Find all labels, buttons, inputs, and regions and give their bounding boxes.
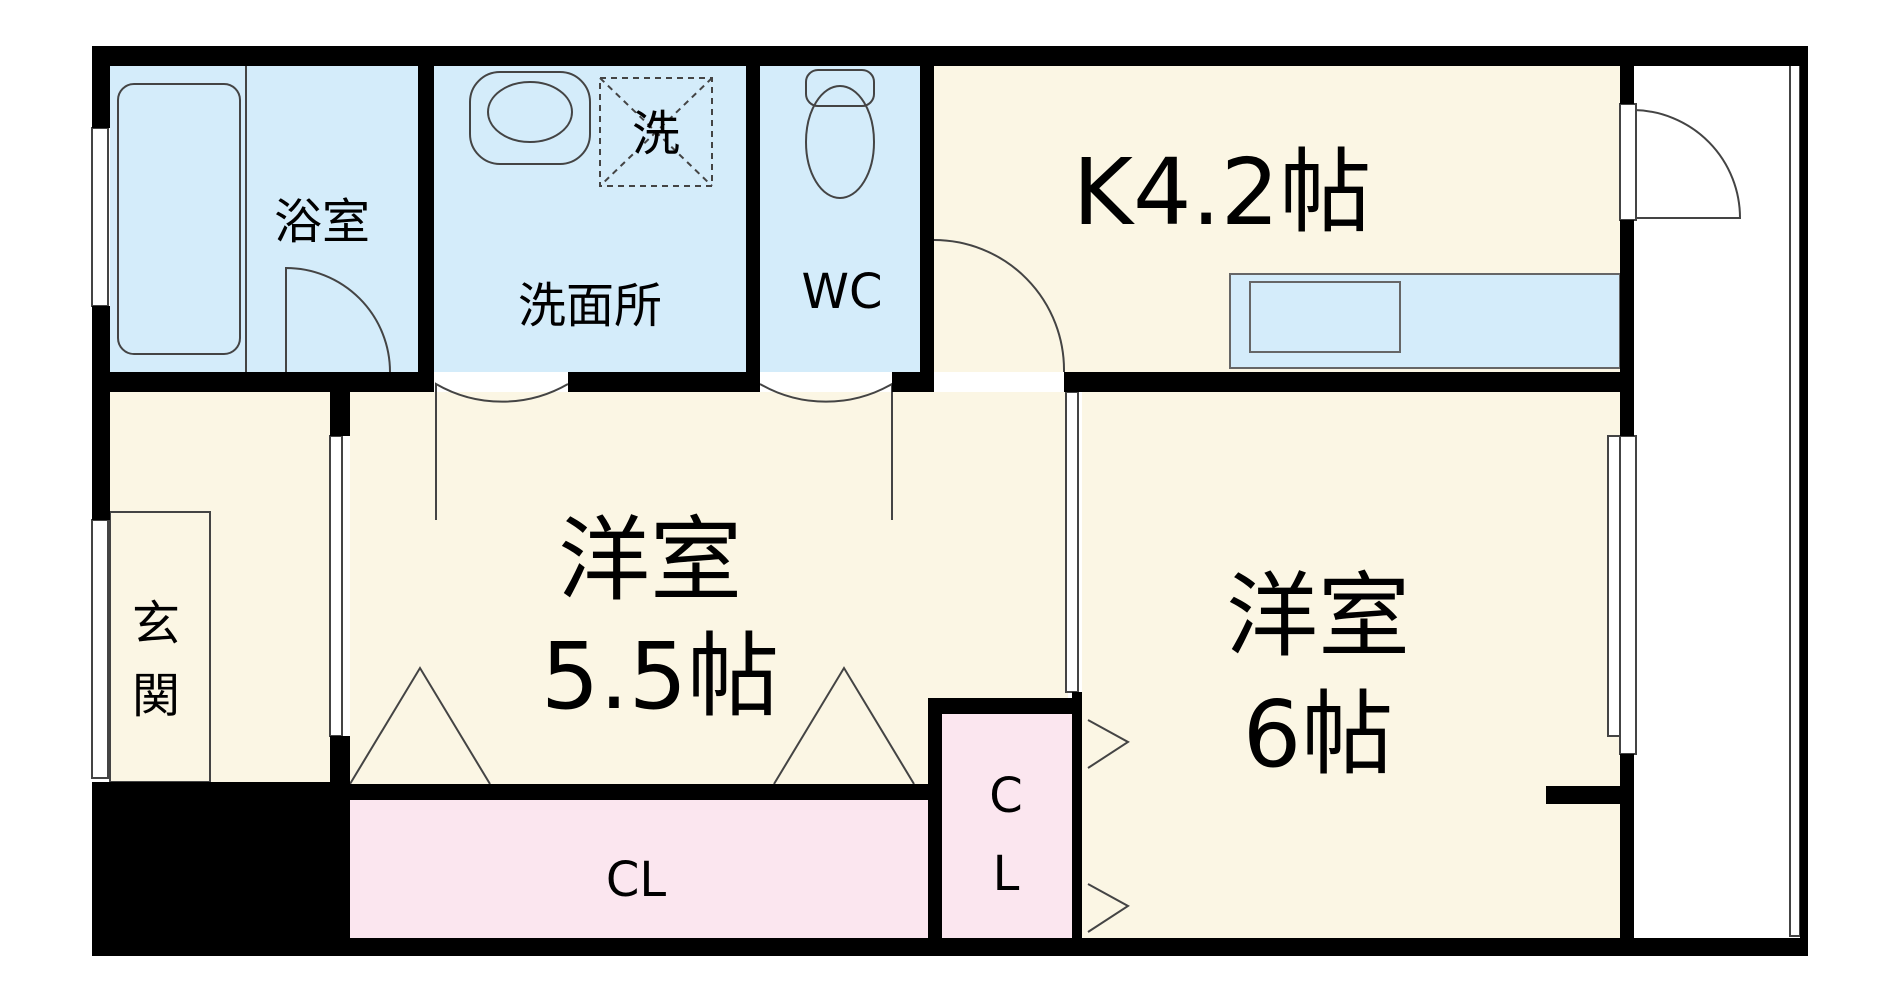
closet-left-fill <box>350 800 928 938</box>
window-entrance <box>91 519 109 779</box>
kitchen-door-swing <box>933 239 1066 373</box>
wall-entrance-room <box>330 392 350 436</box>
sliding-door-right <box>1607 435 1621 737</box>
balcony-fill <box>1632 60 1800 938</box>
wall-h-middle-1 <box>92 372 434 392</box>
wall-closet-center-left <box>928 698 942 956</box>
closet-center-fold-2 <box>1087 883 1130 933</box>
closet-center-fill <box>940 714 1072 938</box>
wall-bottom <box>92 938 1808 956</box>
label-washer: 洗 <box>632 106 680 162</box>
sink <box>1249 281 1401 353</box>
bath-fill <box>110 66 422 372</box>
label-wc: WC <box>802 264 883 320</box>
wall-closet-top <box>350 784 928 800</box>
wall-left-entry-corner <box>92 782 330 956</box>
wall-left-top <box>92 46 110 128</box>
label-western-right-size: 6帖 <box>1243 681 1394 788</box>
closet-center-fold-1 <box>1087 719 1130 769</box>
sliding-door-left <box>329 435 343 737</box>
wall-closet-center-top <box>928 698 1078 714</box>
labels: 浴室 洗面所 洗 WC K4.2帖 玄 関 洋室 5.5帖 洋室 6帖 CL C… <box>132 106 1410 908</box>
washbasin <box>469 71 591 165</box>
room-fills <box>110 60 1800 938</box>
wall-bath-washroom <box>418 46 434 392</box>
western-right-fill <box>1082 392 1620 938</box>
label-western-left-name: 洋室 <box>558 507 742 614</box>
label-closet-center-2: L <box>993 846 1020 902</box>
wall-washroom-wc <box>746 46 760 392</box>
wall-right-room-stub <box>1546 786 1620 804</box>
entrance-fill <box>110 392 330 782</box>
wall-left-mid <box>92 306 110 520</box>
wall-h-middle-2 <box>568 372 760 392</box>
balcony-rail <box>1789 61 1801 937</box>
wall-entrance-room-low <box>330 736 350 956</box>
label-entrance-2: 関 <box>132 668 180 724</box>
closet-left-fold-2 <box>773 666 915 785</box>
fixtures <box>109 66 1742 933</box>
wall-right-bottom <box>1620 754 1634 956</box>
wc-fill <box>760 66 920 372</box>
walls <box>92 46 1808 956</box>
closet-left-fold-1 <box>349 666 491 785</box>
balcony-door-swing <box>1633 109 1742 219</box>
washbasin-bowl <box>487 81 573 143</box>
wall-h-middle-4 <box>1064 372 1620 392</box>
wall-kitchen-balcony-mid <box>1620 220 1634 436</box>
label-western-left-size: 5.5帖 <box>541 623 779 730</box>
window-kitchen-balcony <box>1619 103 1637 221</box>
wall-kitchen-balcony-top <box>1620 46 1634 104</box>
toilet-tank <box>805 69 875 107</box>
wall-wc-kitchen <box>920 46 934 392</box>
wall-closet-center-right <box>1072 692 1082 956</box>
bathtub <box>117 83 241 355</box>
wall-top <box>92 46 1808 66</box>
washer-space <box>599 77 713 187</box>
label-closet-left: CL <box>606 852 667 908</box>
bath-door-swing <box>285 266 391 373</box>
label-western-right-name: 洋室 <box>1226 563 1410 670</box>
western-left-door-2 <box>759 382 893 520</box>
window-bath <box>91 127 109 307</box>
toilet-bowl <box>805 85 875 199</box>
label-kitchen: K4.2帖 <box>1073 139 1372 246</box>
label-entrance-1: 玄 <box>132 596 180 652</box>
western-left-door-1 <box>435 382 569 520</box>
wall-balcony-right <box>1800 46 1808 956</box>
label-bath: 浴室 <box>274 194 370 250</box>
window-western-right <box>1619 435 1637 755</box>
sliding-door-middle <box>1065 391 1079 693</box>
label-closet-center-1: C <box>989 768 1023 824</box>
label-washroom: 洗面所 <box>518 278 662 334</box>
